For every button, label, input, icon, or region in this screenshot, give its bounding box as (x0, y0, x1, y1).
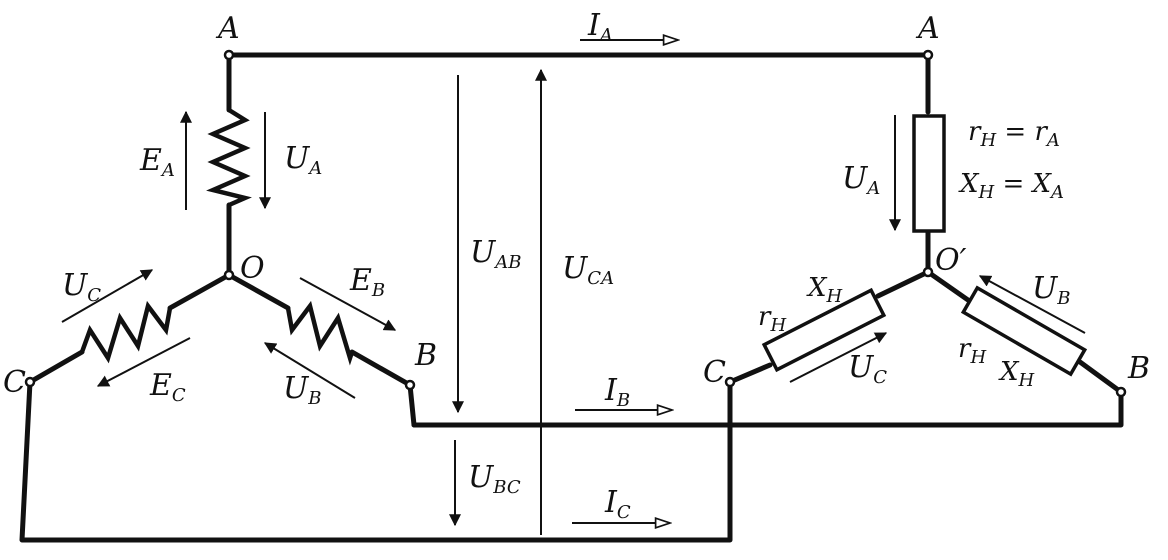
load-phase-b-wire (925, 269, 971, 303)
line-b-wire (411, 389, 1124, 428)
source-phase-b-wire-outer (349, 349, 417, 428)
node-gen-c (24, 376, 36, 388)
label-eb: EB (349, 263, 385, 301)
label-ib: IB (604, 373, 630, 411)
load-impedance-phase-a (912, 114, 946, 233)
arrow-ub-source (263, 342, 356, 399)
arrow-ub-load (978, 275, 1086, 334)
arrows (61, 40, 1086, 535)
label-node-load-o: O′ (935, 243, 967, 278)
label-uc-load: UC (848, 350, 887, 388)
node-gen-o (223, 269, 235, 281)
node-load-a (922, 49, 934, 61)
node-gen-a (223, 49, 235, 61)
node-load-o (922, 266, 934, 278)
load-impedance-phase-b (960, 285, 1088, 377)
arrow-ec (96, 337, 191, 387)
node-load-c (724, 376, 736, 388)
label-uc-source: UC (62, 268, 101, 306)
source-phase-c-wire (167, 272, 232, 311)
label-uca: UCA (562, 251, 614, 289)
label-xh-phase-c: XH (806, 273, 843, 307)
load-impedances (761, 114, 1088, 377)
label-ubc: UBC (468, 460, 521, 498)
label-xh-eq-xa: XH = XA (958, 169, 1064, 203)
load-phase-b-wire-outer (1077, 359, 1124, 395)
labels: A O C B A O′ C B EA UA UC EC EB UB UAB U… (3, 8, 1150, 523)
label-ic: IC (604, 485, 631, 523)
label-xh-phase-b: XH (998, 357, 1035, 391)
source-windings (79, 108, 355, 366)
label-node-load-c: C (703, 355, 726, 390)
load-phase-c-wire (875, 269, 931, 299)
source-phase-b-wire (226, 272, 291, 311)
nodes (24, 49, 1127, 398)
label-node-gen-b: B (414, 338, 437, 373)
node-gen-b (404, 379, 416, 391)
label-node-gen-o: O (240, 251, 265, 286)
label-ia: IA (587, 8, 613, 46)
line-c-wire (19, 379, 733, 543)
label-node-gen-a: A (215, 11, 240, 46)
label-ec: EC (149, 368, 186, 406)
arrow-uc-source (61, 269, 154, 323)
load-phase-c-wire-outer (727, 362, 773, 385)
line-a-wire (226, 52, 931, 115)
label-node-load-a: A (915, 11, 940, 46)
label-rh-phase-b: rH (958, 334, 986, 368)
label-ua-source: UA (284, 141, 322, 179)
arrow-eb (299, 277, 397, 331)
wires (19, 52, 1124, 543)
label-ub-source: UB (283, 371, 322, 409)
label-rh-eq-ra: rH = rA (968, 117, 1060, 151)
label-ua-load: UA (842, 161, 880, 199)
label-uab: UAB (470, 235, 522, 273)
label-node-load-b: B (1127, 351, 1150, 386)
source-phase-c-wire-outer (27, 349, 85, 385)
node-load-b (1115, 386, 1127, 398)
winding-phase-b (285, 300, 355, 366)
label-rh-phase-c: rH (758, 302, 786, 336)
arrow-uc-load (789, 332, 888, 383)
label-ea: EA (139, 143, 175, 181)
label-ub-load: UB (1032, 271, 1071, 309)
label-node-gen-c: C (3, 365, 26, 400)
winding-phase-c (79, 300, 173, 364)
winding-phase-a (206, 108, 252, 208)
load-impedance-phase-c (761, 287, 887, 373)
